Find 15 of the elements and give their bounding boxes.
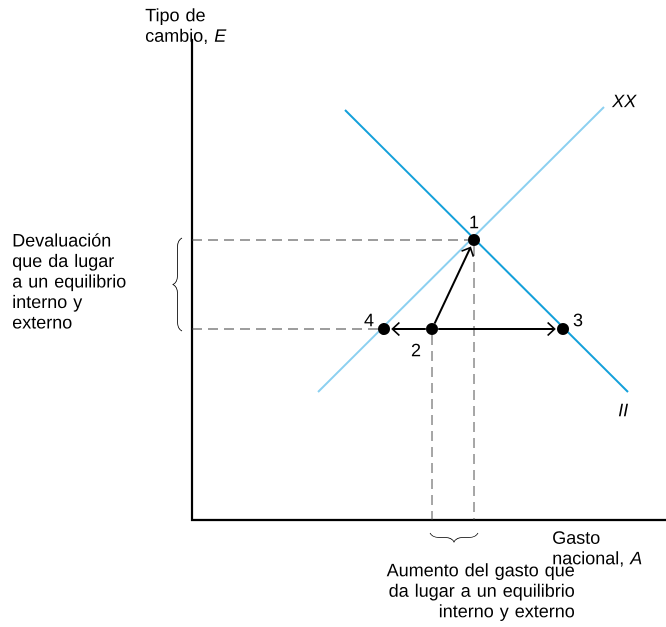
point-label: 3 — [574, 314, 582, 326]
point-dot — [557, 323, 569, 335]
axis-label: Tipo de cambio, E — [146, 8, 226, 44]
arrow — [434, 246, 474, 324]
point-label: 1 — [470, 216, 478, 228]
annotation-text: Devaluación que da lugar a un equilibrio interno y externo — [12, 233, 126, 329]
curve-label: XX — [612, 94, 637, 108]
point-dot — [378, 323, 390, 335]
point-label: 4 — [364, 314, 374, 326]
point-label: 2 — [412, 344, 420, 356]
point-dot — [468, 234, 480, 246]
curve-label: II — [618, 404, 628, 416]
point-dot — [426, 323, 438, 335]
arrow — [391, 322, 426, 336]
arrow — [438, 322, 556, 336]
